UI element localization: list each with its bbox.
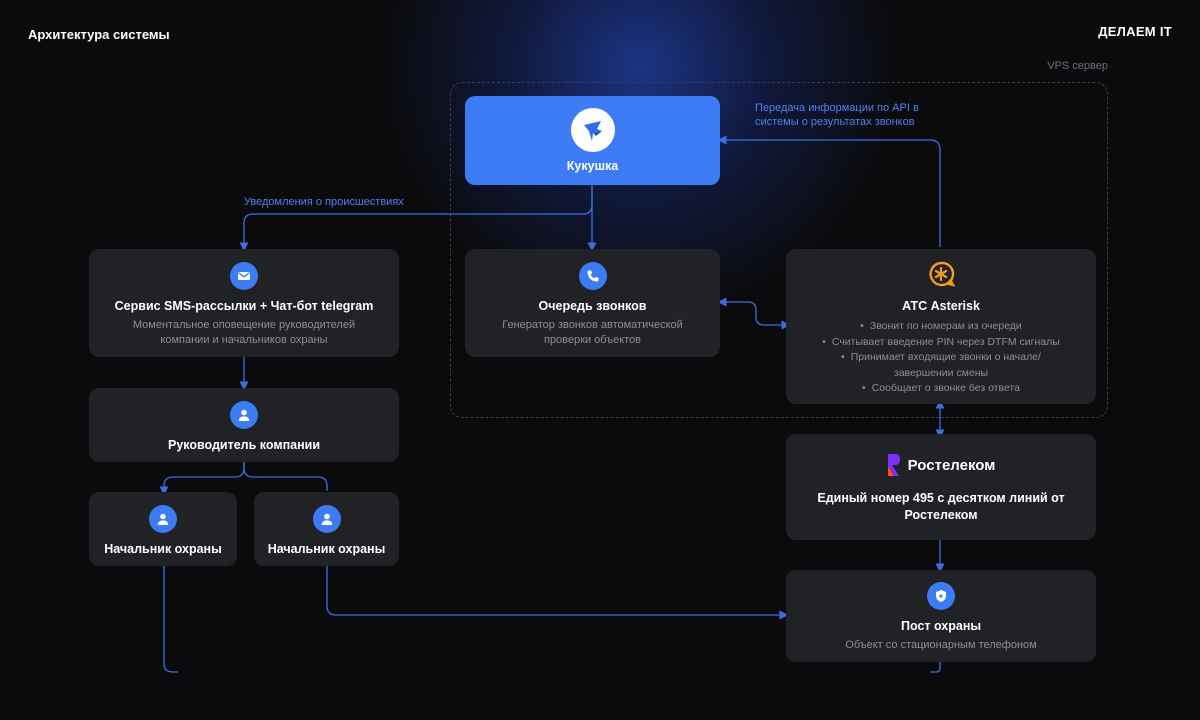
node-sms-service[interactable]: Сервис SMS-рассылки + Чат-бот telegram М… [89, 249, 399, 357]
list-item: Сообщает о звонке без ответа [811, 381, 1071, 397]
phone-icon [578, 262, 607, 290]
asterisk-logo [927, 261, 956, 292]
edge-label-api: Передача информации по API в системы о р… [755, 102, 919, 128]
node-asterisk-title: АТС Asterisk [902, 299, 980, 313]
kukushka-bird-logo [570, 108, 615, 152]
node-chief1-title: Начальник охраны [104, 542, 222, 556]
node-queue-desc: Генератор звонков автоматической проверк… [502, 319, 683, 346]
vps-server-boundary [450, 82, 1108, 418]
node-kukushka-title: Кукушка [566, 159, 619, 173]
connector-chief1-bottom [163, 566, 178, 673]
brand-logo: ДЕЛАЕМ IT [1098, 24, 1172, 39]
list-item: Считывает введение PIN через DTFM сигнал… [811, 335, 1071, 351]
user-icon [230, 401, 258, 429]
shield-icon [927, 582, 955, 610]
node-call-queue[interactable]: Очередь звонков Генератор звонков автома… [465, 249, 720, 357]
node-rostelecom-title: Единый номер 495 с десятком линий от Рос… [817, 491, 1065, 522]
rostelecom-logo: Ростелеком [887, 452, 996, 478]
page-title: Архитектура системы [28, 27, 170, 42]
connector-head-chief1 [159, 462, 245, 496]
asterisk-feature-list: Звонит по номерам из очереди Считывает в… [811, 319, 1071, 397]
list-item: Принимает входящие звонки о начале/ заве… [811, 350, 1071, 381]
mail-icon [230, 262, 258, 290]
node-company-head[interactable]: Руководитель компании [89, 388, 399, 462]
list-item: Звонит по номерам из очереди [811, 319, 1071, 335]
node-sms-title: Сервис SMS-рассылки + Чат-бот telegram [114, 299, 374, 313]
node-post-desc: Объект со стационарным телефоном [845, 639, 1037, 651]
node-rostelecom[interactable]: Ростелеком Единый номер 495 с десятком л… [786, 434, 1096, 540]
node-asterisk[interactable]: АТС Asterisk Звонит по номерам из очеред… [786, 249, 1096, 404]
connector-head-chief2 [243, 462, 328, 491]
node-queue-title: Очередь звонков [538, 299, 647, 313]
node-sms-desc: Моментальное оповещение руководителей ко… [132, 319, 356, 346]
node-security-chief-1[interactable]: Начальник охраны [89, 492, 237, 566]
user-icon [149, 505, 177, 533]
node-post-title: Пост охраны [900, 619, 982, 633]
connector-chief2-post [326, 566, 789, 620]
vps-server-label: VPS сервер [1047, 60, 1108, 72]
rostelecom-logo-text: Ростелеком [907, 456, 996, 474]
connector-post-bottom [930, 662, 941, 673]
node-chief2-title: Начальник охраны [267, 542, 386, 556]
node-security-chief-2[interactable]: Начальник охраны [254, 492, 399, 566]
node-head-title: Руководитель компании [167, 438, 321, 452]
edge-label-notify: Уведомления о происшествиях [244, 196, 404, 208]
node-kukushka[interactable]: Кукушка [465, 96, 720, 185]
user-icon [312, 505, 341, 533]
node-security-post[interactable]: Пост охраны Объект со стационарным телеф… [786, 570, 1096, 662]
